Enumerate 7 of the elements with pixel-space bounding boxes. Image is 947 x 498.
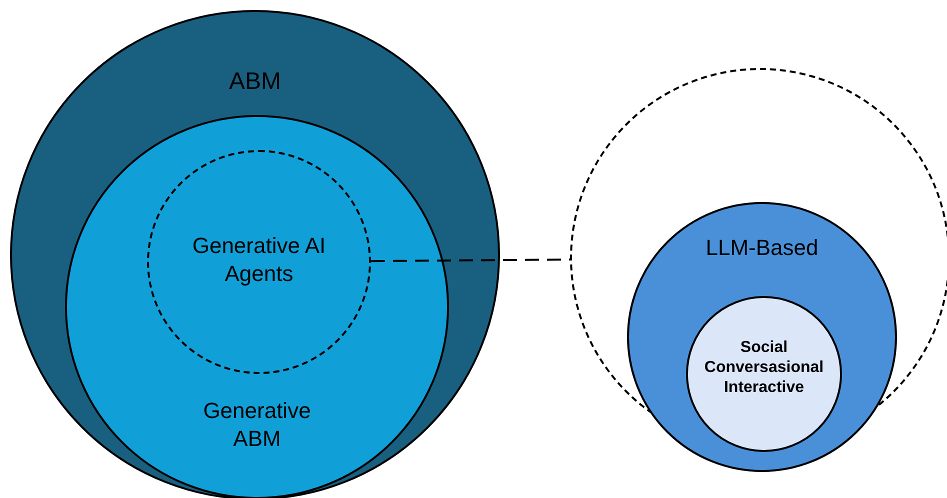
set-label: Generative ABM — [202, 397, 312, 452]
set-label: Social Conversasional Interactive — [704, 338, 824, 398]
connector-line — [370, 258, 570, 262]
set-circle — [147, 150, 371, 374]
set-label: LLM-Based — [704, 234, 820, 262]
set-label: Generative AI Agents — [191, 232, 327, 287]
set-label: ABM — [228, 67, 282, 97]
